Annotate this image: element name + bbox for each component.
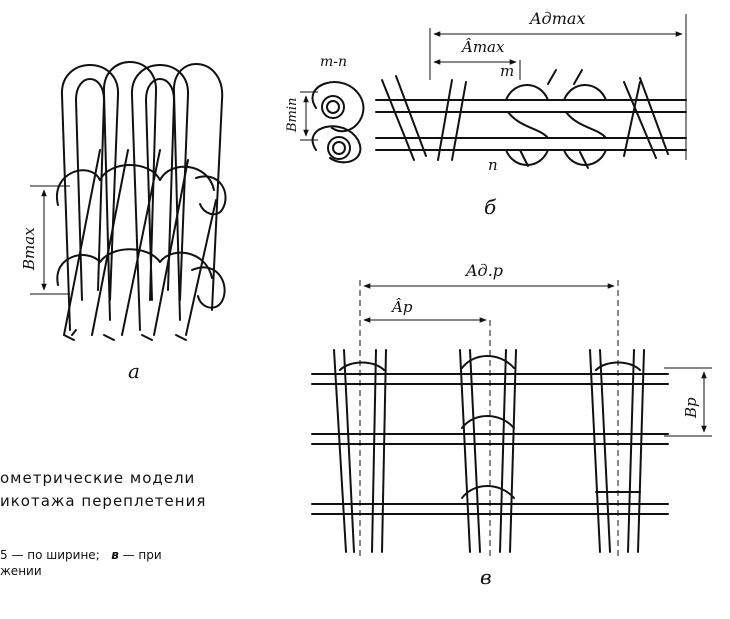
loop-head-4 [172,63,224,321]
col-5b [599,349,611,553]
row-1-right [159,165,215,191]
col-2b [381,349,387,553]
link-2 [461,415,515,429]
b-max-dimension [30,185,70,295]
leg-2 [91,149,129,336]
caption-title: ометрические модели икотажа переплетения [0,467,206,513]
leg-5 [71,329,77,336]
m-n-label: m-n [320,54,347,70]
col-3b [469,349,481,553]
twist-2 [437,79,453,161]
b-p-dimension [664,367,712,437]
caption-line-3-a: 5 — по ширине; [0,548,100,562]
leg-end-4 [175,334,187,341]
caption-legend: 5 — по ширине; в — при жении [0,547,162,579]
a-max-hat-label: Âmax [460,38,505,56]
caption-line-3-c: — при [122,548,162,562]
section-arc-left [311,81,365,133]
col-2a [371,349,377,553]
loop-head-1 [60,64,120,331]
curl-1 [195,175,227,216]
leg-3 [121,149,161,336]
twist-1 [381,79,415,161]
spike-4 [579,151,589,169]
a-max-dimensions [429,14,687,160]
link-1 [461,355,515,369]
bulge-n-2 [563,149,607,166]
col-4a [499,349,507,553]
figure-b-section [311,69,687,169]
loop-head-2 [102,61,158,321]
caption-line-1: ометрические модели [0,469,196,487]
row-2-right [159,251,213,279]
col-3a [459,349,471,553]
col-4b [509,349,517,553]
loop-head-3 [130,64,190,331]
leg-end-2 [103,334,115,341]
col-6b [637,349,645,553]
b-min-dimension [300,91,318,141]
section-arc-left-2 [311,125,362,164]
link-4 [339,361,385,371]
a-p-dimensions [363,283,615,323]
a-dp-label: Aд.р [464,261,503,280]
col-6a [627,349,635,553]
bulge-mid-2 [565,111,607,139]
spike-1 [547,69,557,85]
row-2-mid [99,248,161,263]
figure-a-label: а [128,359,140,383]
col-1a [333,349,347,553]
twist-4 [623,81,641,157]
a-p-hat-label: Âр [390,298,413,316]
row-1-left [55,169,101,206]
curl-2 [191,266,226,309]
figure-b-label: б [484,195,497,219]
yarn-circle-upper [321,95,345,119]
b-p-label: Bр [682,397,700,419]
col-1b [343,349,355,553]
b-max-label: Bmax [20,227,38,271]
leg-end-3 [141,334,153,341]
yarn-circle-upper-in [326,100,340,114]
twist-3 [623,81,657,159]
twist-1b [395,75,427,157]
leg-end-1 [63,334,75,341]
caption-line-3: 5 — по ширине; в — при [0,547,162,563]
a-d-max-label: Aдmax [528,9,585,28]
yarn-circle-lower-in [332,141,346,155]
caption-line-4: жении [0,564,42,578]
figure-v-centerlines [359,280,619,560]
leg-1 [63,149,101,336]
m-label: m [500,62,514,80]
yarn-circle-lower [327,136,351,160]
row-1-mid [99,164,161,181]
spike-2 [573,69,583,85]
loop-head-1-inner [74,78,106,301]
figure-v-label: в [480,565,492,589]
n-label: n [488,156,498,174]
bulge-m [505,84,549,101]
caption-line-3-b: в [111,548,119,562]
b-min-label: Bmin [285,98,300,133]
bulge-mid [507,111,549,139]
twist-2b [451,81,467,161]
figure-a-loops [55,61,227,341]
caption-line-2: икотажа переплетения [0,492,207,510]
spike-3 [519,149,529,167]
col-5a [589,349,601,553]
row-2-left [56,254,101,286]
link-3 [461,485,515,499]
loop-head-3-inner [144,78,176,301]
bulge-m-2 [563,84,607,101]
twist-3b [639,77,669,155]
leg-4 [153,159,189,336]
